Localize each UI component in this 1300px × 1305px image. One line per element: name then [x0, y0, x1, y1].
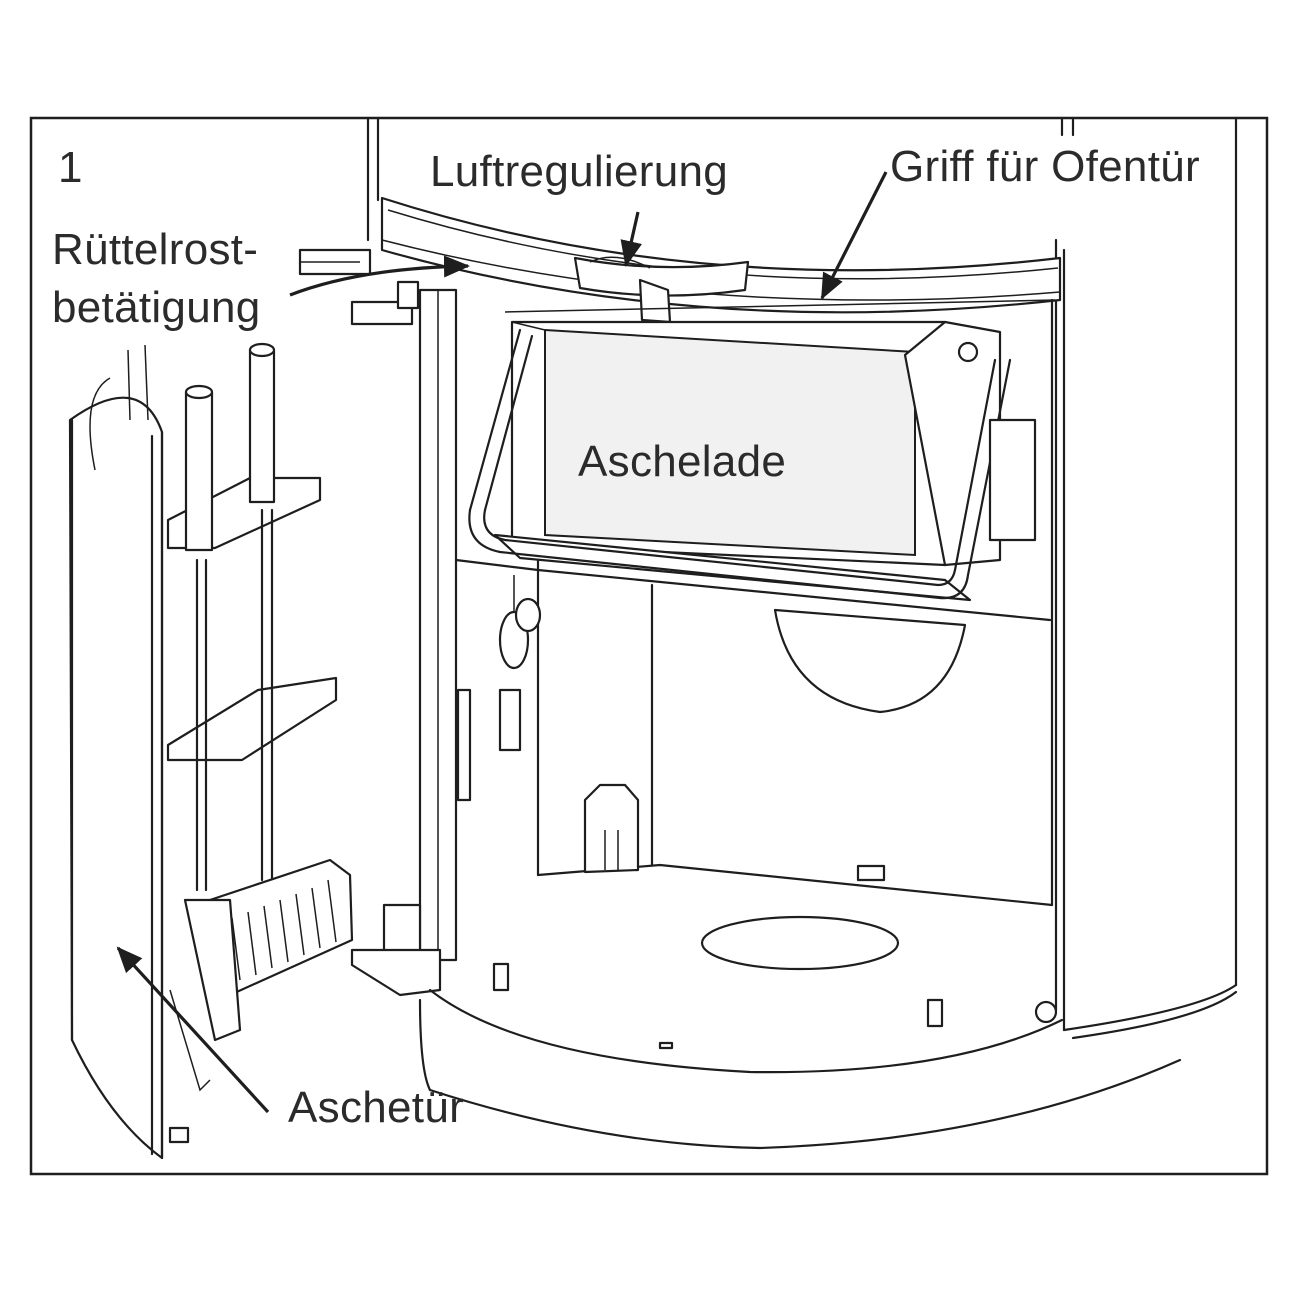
- label-aschetuer: Aschetür: [288, 1083, 465, 1132]
- label-ruettelrost-line2: betätigung: [52, 283, 261, 332]
- arrow-griff: [820, 171, 888, 300]
- arrow-luftregulierung: [620, 211, 643, 267]
- figure-frame: [29, 116, 1269, 1176]
- latch-mechanism: [498, 575, 542, 670]
- ash-drawer: [468, 320, 1037, 602]
- figure-number: 1: [58, 143, 83, 192]
- hinge-post: [298, 248, 458, 997]
- arrow-aschetuer: [116, 946, 270, 1114]
- label-luftregulierung: Luftregulierung: [430, 147, 729, 196]
- stove-body: [366, 116, 1238, 1040]
- stove-floor: [418, 864, 1182, 1150]
- label-griff-fuer-ofentuer: Griff für Ofentür: [890, 142, 1200, 191]
- arrow-ruettelrost: [289, 255, 470, 297]
- tool-holder: [166, 342, 354, 1092]
- label-ruettelrost-line1: Rüttelrost-: [52, 225, 259, 274]
- label-aschelade: Aschelade: [578, 437, 787, 486]
- door-band: [380, 196, 1062, 324]
